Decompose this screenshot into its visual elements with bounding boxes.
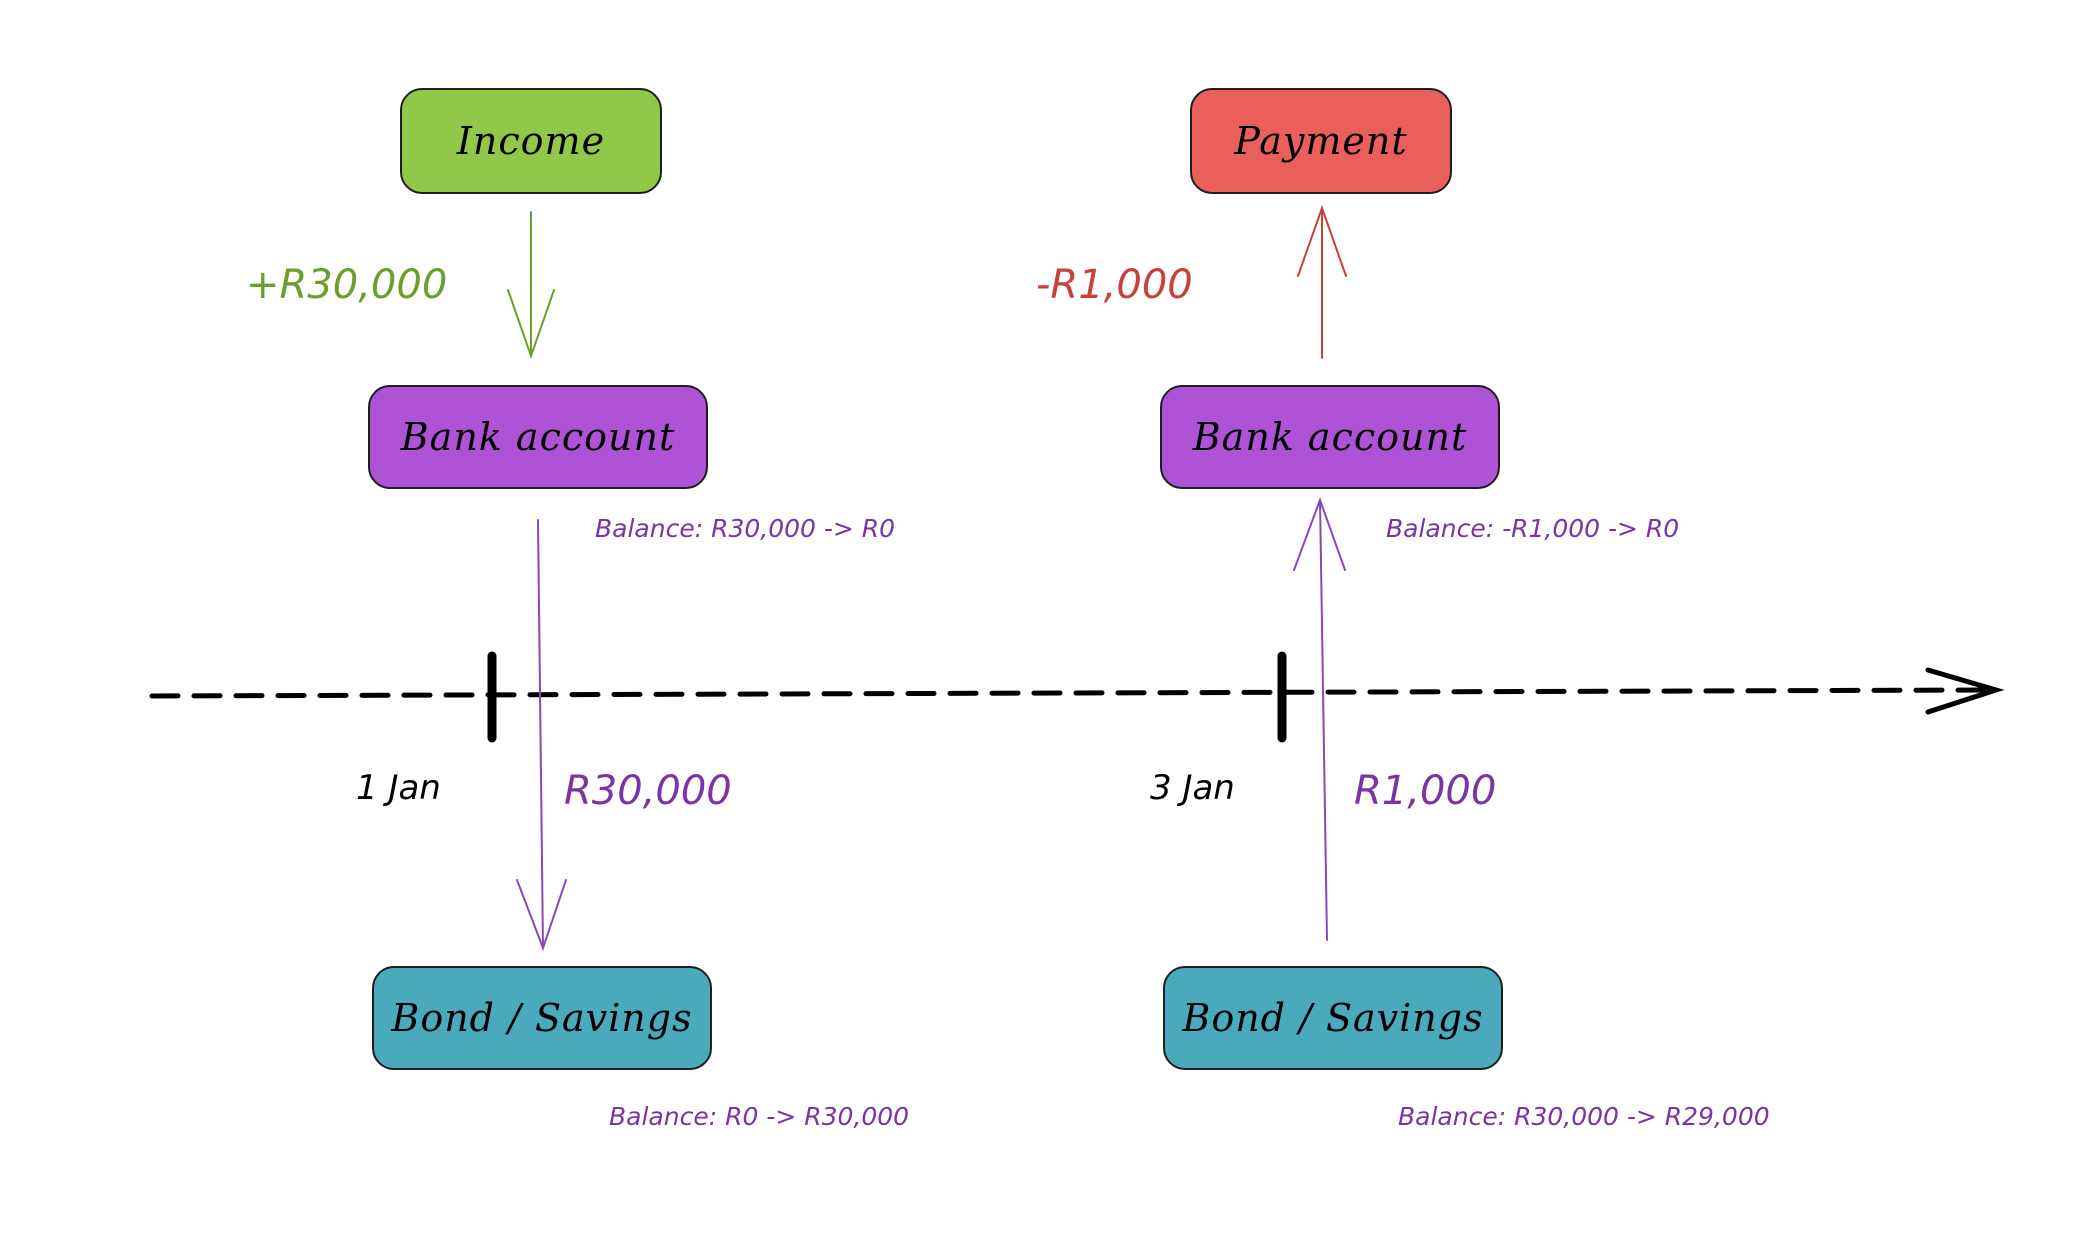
bank-account-box-right: Bank account [1160, 385, 1500, 489]
timeline-axis [149, 687, 1993, 699]
bank-balance-left: Balance: R30,000 -> R0 [595, 514, 896, 543]
bond-savings-box-right: Bond / Savings [1163, 966, 1503, 1070]
income-amount: +R30,000 [246, 262, 448, 308]
bank-balance-right: Balance: -R1,000 -> R0 [1386, 514, 1680, 543]
payment-amount: -R1,000 [1036, 262, 1193, 308]
date-label-3-jan: 3 Jan [1150, 768, 1235, 808]
transfer-arrow-left [516, 519, 567, 951]
transfer-arrow-right [1293, 497, 1346, 941]
bank-account-box-left: Bank account [368, 385, 708, 489]
bond-balance-left: Balance: R0 -> R30,000 [609, 1102, 910, 1131]
payment-arrow [1297, 204, 1347, 359]
bond-savings-box-left: Bond / Savings [372, 966, 712, 1070]
bond-balance-right: Balance: R30,000 -> R29,000 [1398, 1102, 1770, 1131]
income-arrow [507, 211, 555, 360]
transfer-amount-right: R1,000 [1354, 768, 1497, 814]
income-box: Income [400, 88, 662, 194]
transfer-amount-left: R30,000 [564, 768, 732, 814]
timeline [149, 651, 2005, 743]
date-label-1-jan: 1 Jan [356, 768, 441, 808]
payment-box: Payment [1190, 88, 1452, 194]
timeline-arrowhead [1925, 667, 2005, 715]
